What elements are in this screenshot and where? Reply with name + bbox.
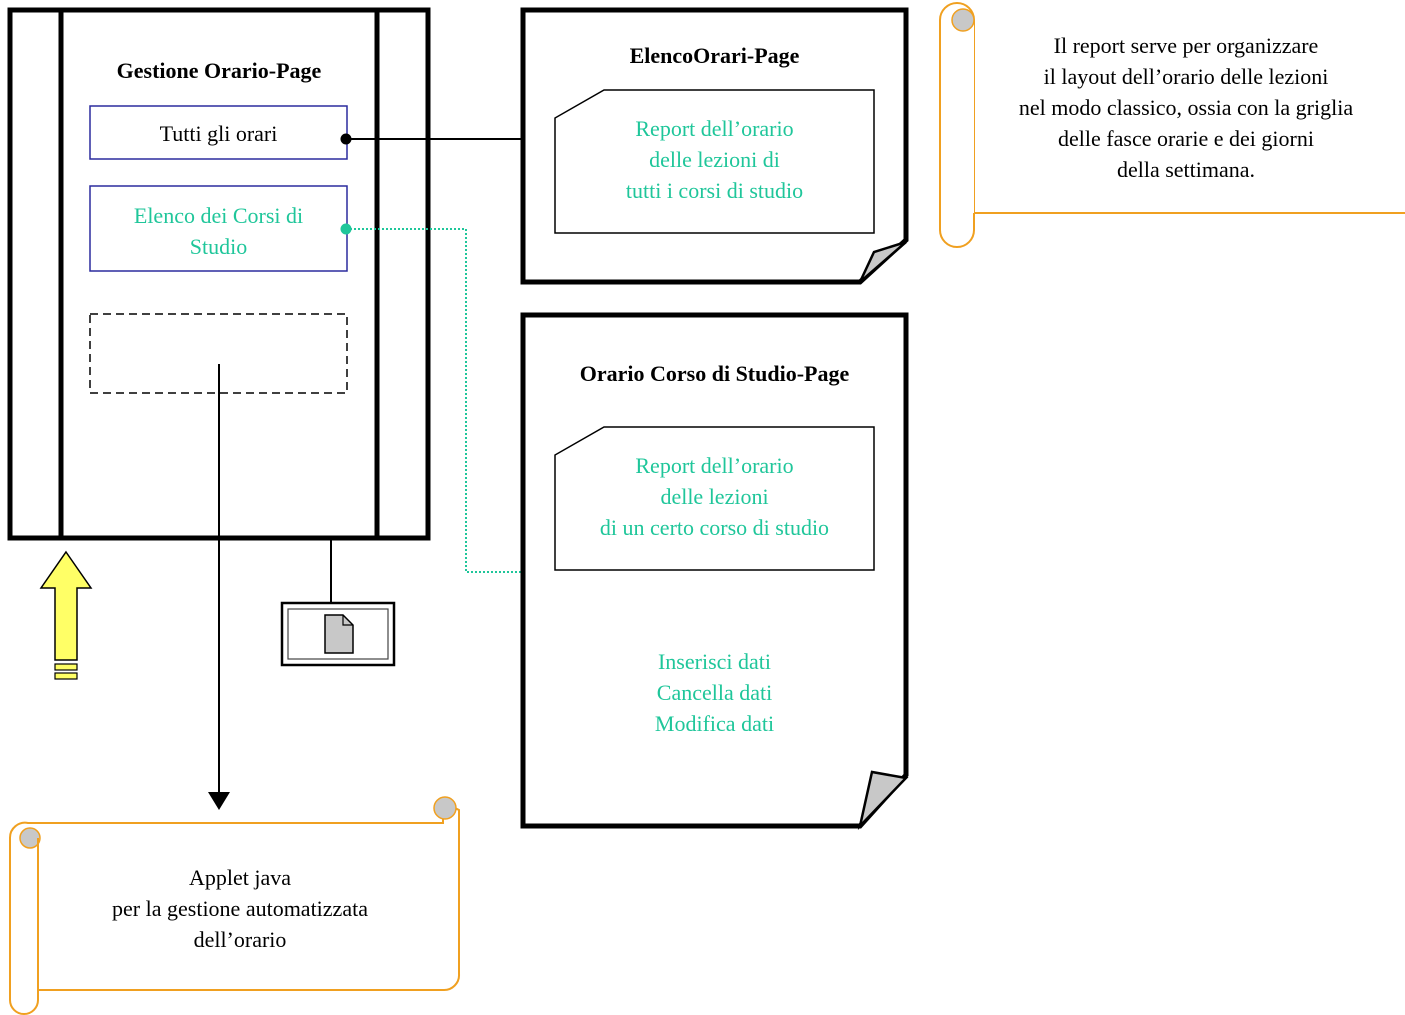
orario-corso-page-title: Orario Corso di Studio-Page [579, 361, 850, 386]
connector-tutti-to-elenco [340, 133, 523, 145]
report-note-scroll [939, 2, 1405, 248]
orario-corso-page-frame [520, 312, 909, 831]
elenco-corsi-link[interactable]: Elenco dei Corsi di Studio [133, 203, 304, 259]
elenco-orari-page-title: ElencoOrari-Page [629, 43, 800, 68]
connector-corsi-to-orario [340, 223, 523, 573]
arrow-to-applet [208, 364, 230, 810]
document-icon [280, 601, 396, 667]
elenco-corsi-box[interactable] [89, 185, 348, 272]
elenco-orari-report: Report dell’orario delle lezioni di tutt… [625, 116, 804, 203]
applet-note-scroll [8, 796, 461, 1015]
applet-note-text: Applet java per la gestione automatizzat… [112, 865, 368, 952]
gestione-orario-page-title: Gestione Orario-Page [116, 58, 322, 83]
orario-corso-report: Report dell’orario delle lezioni di un c… [599, 453, 830, 540]
up-arrow-icon [39, 550, 93, 680]
elenco-orari-page-frame [520, 7, 909, 285]
report-note-text: Il report serve per organizzare il layou… [1018, 33, 1354, 182]
tutti-gli-orari-link[interactable]: Tutti gli orari [159, 121, 278, 146]
tutti-gli-orari-box[interactable] [89, 105, 348, 160]
orario-corso-actions: Inserisci dati Cancella dati Modifica da… [654, 649, 775, 736]
